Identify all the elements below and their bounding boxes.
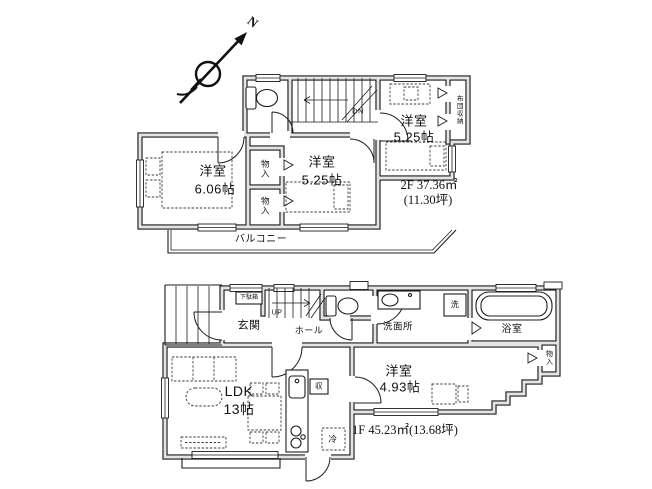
balcony-label: バルコニー	[234, 234, 288, 245]
area-text-1f: 1F 45.23㎡(13.68坪)	[352, 422, 458, 437]
stairs-down-label: DN	[352, 106, 364, 116]
toilet-icon-1f	[325, 295, 359, 317]
bathroom-label: 浴室	[501, 324, 523, 335]
floor2-walls	[137, 75, 471, 230]
terrace-step	[181, 458, 281, 469]
fridge-label: 冷	[328, 433, 338, 444]
closet-label-2f-bottom: 物入	[260, 196, 271, 216]
stove-burners-icon	[290, 425, 306, 449]
compass-north-icon	[176, 32, 247, 104]
floor1-furniture	[171, 356, 469, 449]
fridge-space-box	[321, 427, 346, 451]
closet-label-1f: 物入	[545, 350, 553, 366]
washer-box	[443, 293, 467, 317]
room-size-2f-middle: 5.25帖	[301, 172, 343, 188]
floor2-windows	[136, 74, 456, 232]
shoe-cabinet-label: 下駄箱	[239, 295, 259, 301]
room-size-2f-right: 5.25帖	[393, 129, 435, 145]
area-text-2f: 2F 37.36㎡	[400, 177, 458, 192]
staircase-2f	[290, 78, 378, 123]
closet-label-2f-top: 物入	[260, 159, 271, 179]
area-tsubo-2f: (11.30坪)	[403, 192, 453, 207]
floor2-doors	[217, 87, 448, 207]
room-size-2f-left: 6.06帖	[194, 181, 236, 197]
hall-label: ホール	[294, 325, 324, 336]
balcony-outline	[167, 229, 457, 254]
kitchen-storage-box	[309, 378, 329, 395]
room-size-ldk: 13帖	[223, 401, 255, 417]
washer-label: 洗	[450, 300, 460, 309]
entrance-porch-steps	[164, 284, 222, 346]
toilet-icon-2f	[245, 86, 279, 110]
room-label-2f-right: 洋室	[400, 113, 428, 129]
floor2-furniture	[145, 83, 447, 213]
kitchen-storage-label: 収	[315, 381, 323, 391]
room-label-2f-left: 洋室	[199, 163, 227, 179]
room-size-1f-bedroom: 4.93帖	[379, 379, 421, 395]
washroom-label: 洗面所	[382, 321, 414, 333]
stairs-up-label: UP	[271, 309, 283, 317]
shoe-cabinet-box	[235, 291, 263, 305]
room-label-2f-middle: 洋室	[308, 154, 336, 170]
staircase-1f	[268, 288, 326, 319]
floor1-walls	[162, 285, 561, 460]
room-label-1f-bedroom: 洋室	[385, 363, 413, 379]
futon-storage-label: 布団収納	[455, 95, 463, 125]
floor1-doors	[193, 295, 538, 482]
washbasin-icon	[377, 290, 421, 310]
bathtub-icon	[475, 291, 553, 321]
room-label-ldk: LDK	[224, 383, 254, 399]
entrance-label: 玄関	[237, 319, 261, 332]
